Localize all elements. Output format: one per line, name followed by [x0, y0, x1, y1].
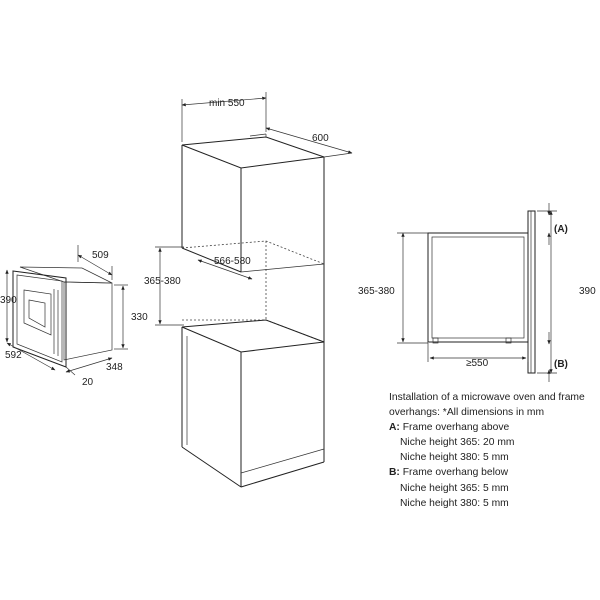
- min-width-label: min 550: [209, 98, 245, 109]
- oven-body-width-label: 348: [106, 362, 123, 373]
- oven-dimension-lines: [5, 245, 128, 376]
- overhang-b-heading: B: Frame overhang below: [389, 465, 594, 480]
- overhang-a-heading: A: Frame overhang above: [389, 420, 594, 435]
- oven-depth-label: 509: [92, 250, 109, 261]
- notes-intro-line-1: Installation of a microwave oven and fra…: [389, 392, 585, 403]
- installation-notes: Installation of a microwave oven and fra…: [389, 390, 594, 511]
- side-section-drawing: [427, 210, 536, 374]
- overhang-a-key: A:: [389, 422, 400, 434]
- cabinet-dimension-lines: [155, 92, 353, 326]
- side-total-height-label: 390: [579, 286, 596, 297]
- side-dimension-lines: [397, 203, 557, 382]
- oven-front-thickness-label: 20: [82, 377, 94, 388]
- notes-intro-line-2: overhangs: *All dimensions in mm: [389, 407, 545, 419]
- overhang-b-title: Frame overhang below: [402, 467, 509, 479]
- overhang-b-label: (B): [554, 359, 568, 370]
- overhang-b-line-1: Niche height 365: 5 mm: [400, 482, 509, 494]
- overhang-a-title: Frame overhang above: [402, 422, 510, 434]
- microwave-oven-drawing: [12, 266, 113, 368]
- oven-width-label: 592: [5, 350, 22, 361]
- tall-cabinet-drawing: [181, 133, 325, 488]
- depth-600-label: 600: [312, 133, 329, 144]
- side-depth-label: ≥550: [466, 358, 489, 369]
- overhang-a-label: (A): [554, 224, 568, 235]
- overhang-b-line-2: Niche height 380: 5 mm: [400, 497, 509, 509]
- oven-height-label: 390: [0, 295, 17, 306]
- niche-height-label: 365-380: [144, 276, 181, 287]
- niche-width-label: 566-580: [214, 256, 251, 267]
- overhang-a-line-2: Niche height 380: 5 mm: [400, 452, 509, 464]
- side-niche-height-label: 365-380: [358, 286, 395, 297]
- overhang-b-key: B:: [389, 467, 400, 479]
- overhang-a-line-1: Niche height 365: 20 mm: [400, 437, 515, 449]
- oven-inner-height-label: 330: [131, 312, 148, 323]
